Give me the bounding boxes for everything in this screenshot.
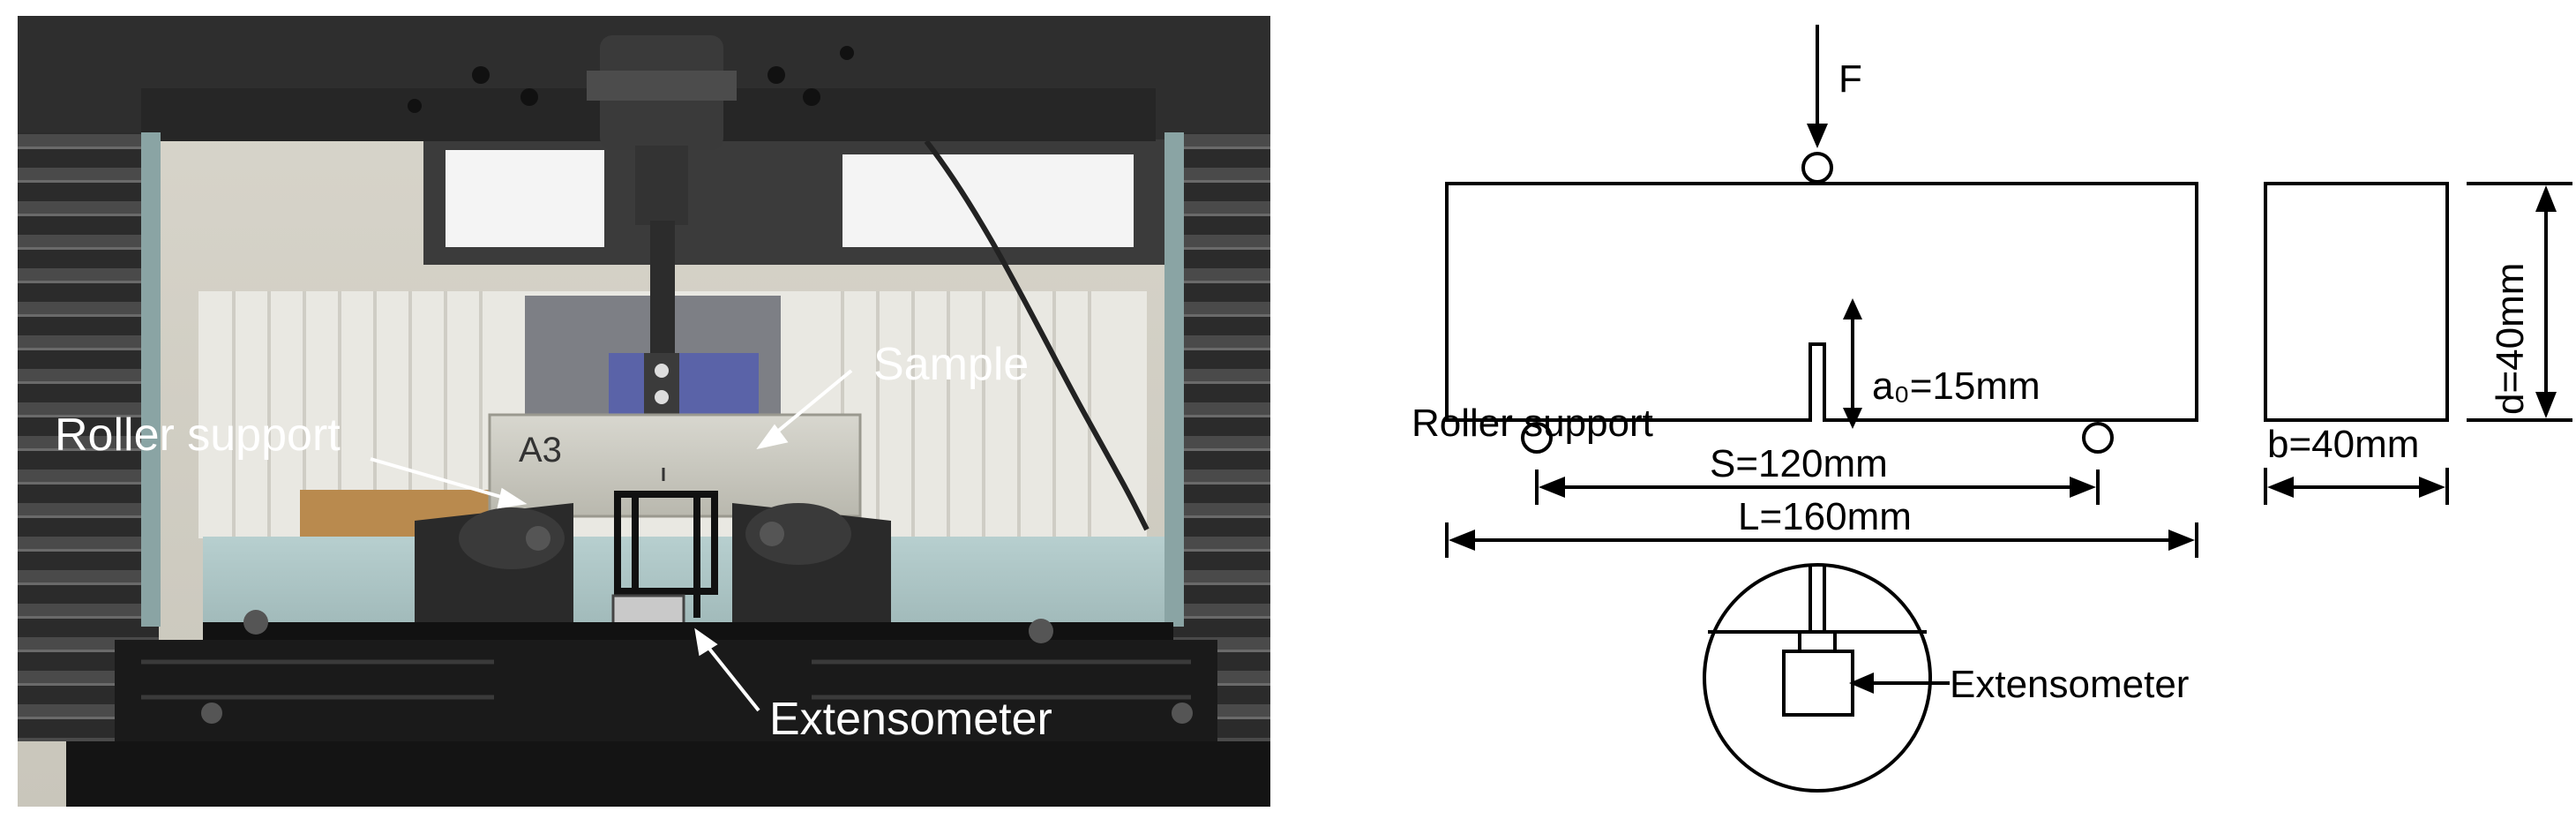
extensometer-box	[1782, 650, 1854, 717]
detail-circle	[1703, 563, 1932, 793]
load-roller	[1801, 152, 1833, 184]
notch-depth-arrow	[1843, 298, 1862, 429]
span-dimension	[1535, 470, 2100, 505]
right-frame-bar	[1164, 132, 1184, 627]
length-label: L=160mm	[1738, 495, 1912, 538]
left-support-roller	[1521, 422, 1553, 454]
height-label: d=40mm	[2489, 263, 2532, 415]
height-dimension	[2467, 182, 2572, 422]
roller-support-label: Roller support	[55, 410, 341, 461]
span-label: S=120mm	[1710, 442, 1888, 485]
photo-sample	[488, 413, 862, 518]
lab-table	[203, 537, 1182, 634]
window-pane-left	[446, 150, 604, 247]
force-label: F	[1838, 57, 1862, 101]
notch-opening	[1812, 415, 1823, 424]
bolt-left	[243, 610, 268, 635]
beam-cross-section	[2264, 182, 2449, 422]
extensometer-pointer	[1849, 672, 1950, 694]
bolt-front-right	[1172, 703, 1193, 724]
roller-support-diagram-label: Roller support	[1412, 402, 1653, 445]
notch	[1808, 342, 1826, 422]
right-roller-support	[732, 503, 891, 653]
schematic-panel: F a₀=15mm Roller support S=120mm	[1412, 25, 2572, 793]
right-support-roller	[2082, 422, 2114, 454]
length-dimension	[1445, 522, 2198, 558]
photograph-panel: A3	[18, 16, 1270, 807]
bottom-frame	[66, 741, 1270, 807]
plate-holes	[408, 46, 854, 113]
bolt-right	[1029, 619, 1053, 643]
left-roller-support	[415, 503, 573, 653]
width-label: b=40mm	[2267, 423, 2419, 466]
photo-annotation-arrows	[370, 369, 853, 712]
loading-shaft	[635, 146, 688, 225]
cable	[924, 139, 1149, 531]
force-arrow	[1807, 25, 1828, 148]
width-dimension	[2264, 468, 2449, 505]
sample-label: Sample	[873, 339, 1029, 390]
extensometer-label: Extensometer	[769, 694, 1052, 745]
base-platform	[115, 640, 1217, 746]
load-cell-ring	[587, 71, 737, 101]
bolt-front-left	[201, 703, 222, 724]
left-frame-bar	[141, 132, 161, 627]
specimen-marking: A3	[519, 431, 562, 470]
notch-depth-label: a₀=15mm	[1872, 364, 2041, 408]
display-screen	[609, 353, 759, 415]
extensometer-diagram-label: Extensometer	[1950, 663, 2189, 706]
